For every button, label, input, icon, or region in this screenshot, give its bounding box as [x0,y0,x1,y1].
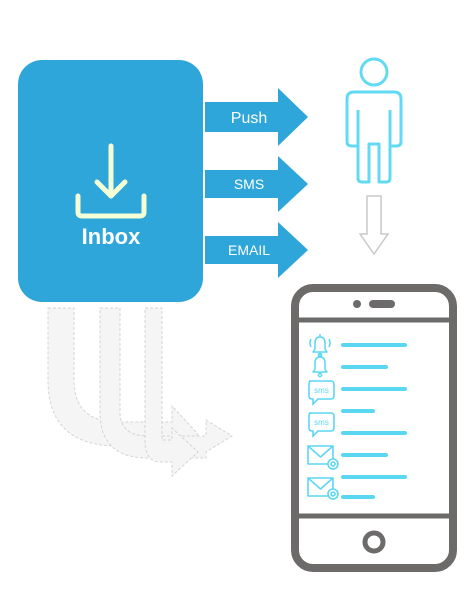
notification-row [307,475,407,500]
faded-arrow-2 [99,307,233,459]
sms-bubble-icon: sms [308,380,335,406]
email-arrow: EMAIL [205,222,308,278]
inbox-box: Inbox [18,60,203,302]
sms-arrow-shape [205,156,308,212]
smartphone-icon: sms sms [291,284,457,572]
notification-row: sms [308,409,407,438]
sms-badge-text: sms [314,386,329,395]
download-icon [75,143,147,219]
sms-badge-text: sms [314,418,329,427]
sms-label: SMS [234,176,264,192]
mail-icon [307,477,339,500]
down-arrow-icon [358,195,390,256]
bell-icon [309,334,331,358]
notification-row [312,354,388,378]
phone-home-button [362,530,386,554]
push-label: Push [231,110,267,127]
phone-camera [353,300,361,308]
sms-bubble-icon: sms [308,412,335,438]
phone-speaker [369,300,395,308]
inbox-label: Inbox [82,224,141,249]
notification-row [307,445,388,470]
faded-arrow-3 [144,307,199,478]
notification-list: sms sms [307,334,407,500]
email-arrow-shape [205,222,308,278]
channel-arrows: Push SMS EMAIL [205,88,308,278]
bell-icon [312,354,328,378]
sms-arrow: SMS [205,156,308,212]
notification-row: sms [308,380,407,406]
mail-icon [307,445,339,470]
email-label: EMAIL [228,242,270,258]
push-arrow: Push [205,88,308,146]
notification-row [309,334,407,358]
person-icon [345,57,403,184]
faded-curved-arrows [47,307,233,478]
push-arrow-shape [205,88,308,146]
phone-frame [291,284,457,572]
